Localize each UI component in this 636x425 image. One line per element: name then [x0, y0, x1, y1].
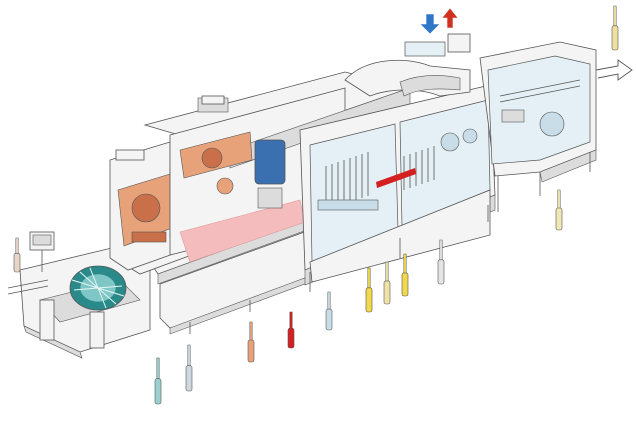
ampoule — [401, 253, 409, 297]
arrow-up-icon — [441, 7, 459, 29]
outfeed-section — [479, 41, 597, 212]
ampoule — [287, 311, 295, 349]
filling-needles — [317, 128, 478, 211]
outflow-arrow-icon — [595, 59, 633, 81]
ampoule — [383, 261, 391, 305]
washer-drum — [69, 265, 127, 311]
ampoule — [611, 5, 619, 51]
ampoule — [437, 239, 445, 285]
ampoule — [185, 344, 193, 392]
exhaust-hood — [344, 33, 471, 97]
ampoule — [154, 357, 162, 405]
filling-sealing-section — [299, 84, 496, 292]
ampoule — [247, 321, 255, 363]
airflow-arrows — [419, 7, 459, 35]
ampoule-sequence — [13, 5, 619, 405]
ampoule — [555, 189, 563, 231]
arrow-down-icon — [419, 13, 441, 35]
ampoule — [13, 237, 21, 273]
ampoule — [325, 291, 333, 331]
ampoule — [365, 267, 373, 313]
